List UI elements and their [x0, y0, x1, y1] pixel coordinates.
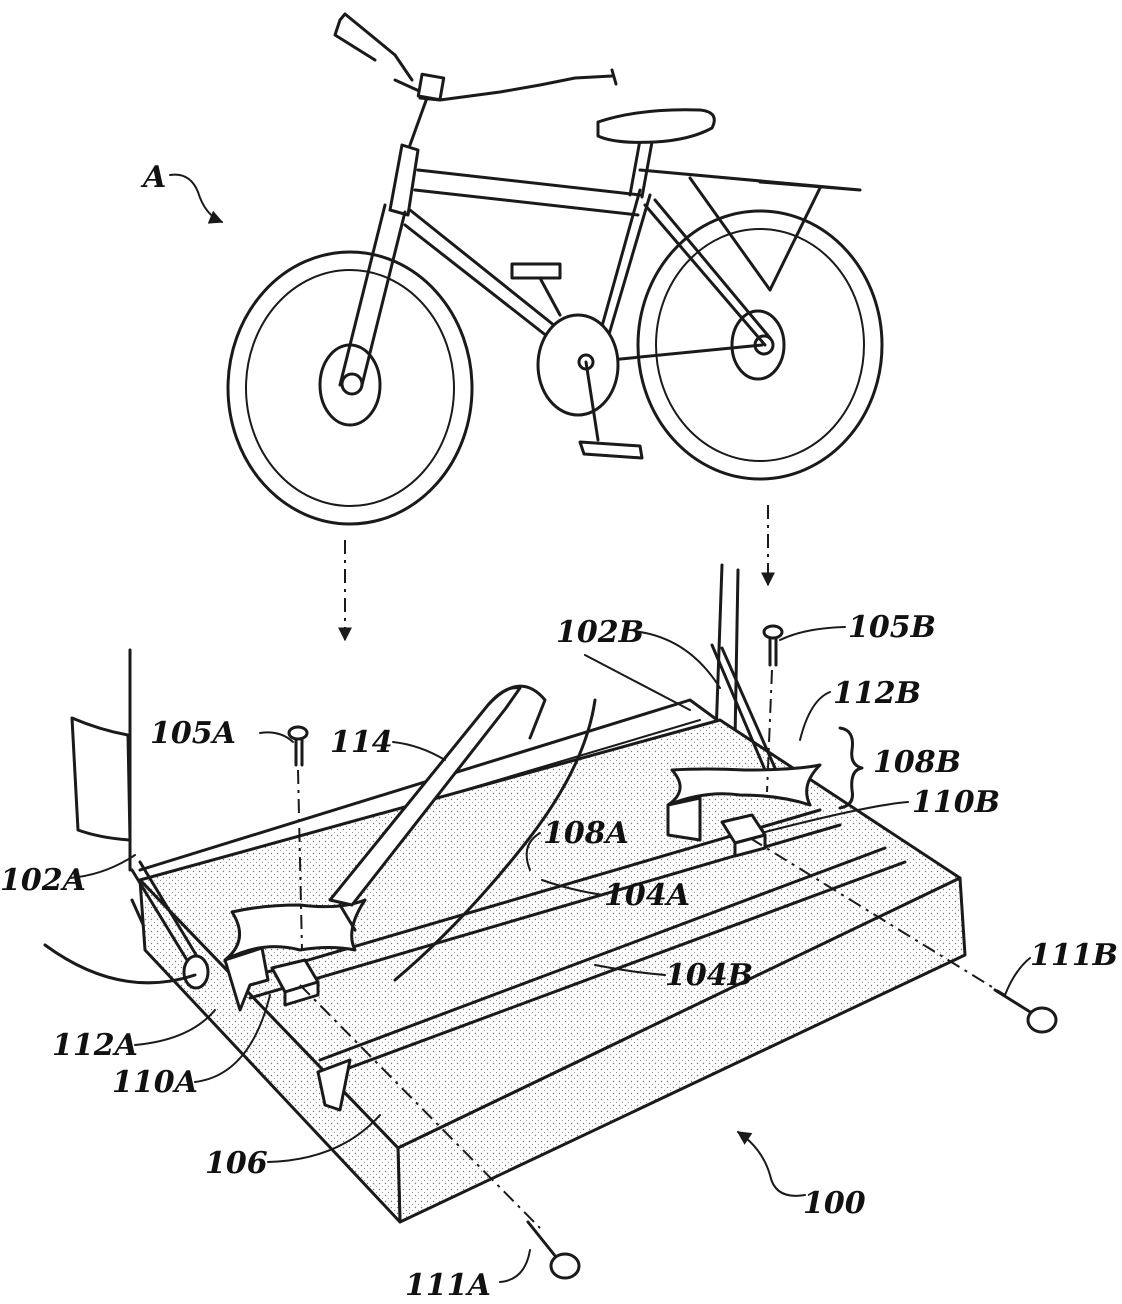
rear-rack	[638, 168, 862, 292]
label-112a: 112A	[52, 1028, 138, 1063]
head-tube	[388, 143, 420, 217]
key-111b	[993, 988, 1058, 1034]
label-102a: 102A	[0, 863, 86, 898]
front-fork	[338, 203, 407, 387]
label-104a: 104A	[604, 878, 690, 913]
chainring	[536, 313, 620, 417]
label-110b: 110B	[912, 785, 1000, 820]
key-111a	[526, 1220, 581, 1280]
label-100: 100	[803, 1186, 866, 1221]
strap-102a	[130, 860, 200, 967]
bracket-108b	[838, 726, 864, 810]
frame	[403, 168, 772, 367]
label-102b: 102B	[556, 615, 644, 650]
stand-base	[70, 563, 967, 1224]
seat-post	[628, 138, 654, 199]
rear-wall	[138, 698, 722, 872]
cable-108a	[393, 698, 597, 982]
label-108b: 108B	[873, 745, 961, 780]
label-106: 106	[205, 1146, 268, 1181]
label-105b: 105B	[848, 610, 936, 645]
label-105a: 105A	[150, 716, 236, 751]
bicycle	[226, 12, 884, 526]
label-104b: 104B	[665, 958, 753, 993]
label-110a: 110A	[112, 1065, 198, 1100]
pedal-front	[578, 440, 644, 460]
channel-106	[316, 1058, 352, 1112]
strap-102b	[710, 643, 777, 772]
label-112b: 112B	[833, 676, 921, 711]
left-panel	[70, 716, 132, 842]
crank-arm	[584, 360, 600, 442]
handlebar	[333, 12, 618, 147]
label-a: A	[140, 160, 166, 195]
pedal-rear	[510, 262, 562, 280]
front-wheel	[226, 250, 474, 526]
saddle	[596, 108, 716, 144]
label-114: 114	[330, 725, 393, 760]
label-111a: 111A	[405, 1268, 491, 1303]
pin-105b	[762, 624, 784, 667]
label-111b: 111B	[1030, 938, 1118, 973]
pin-105a	[287, 725, 309, 767]
label-108a: 108A	[543, 816, 629, 851]
